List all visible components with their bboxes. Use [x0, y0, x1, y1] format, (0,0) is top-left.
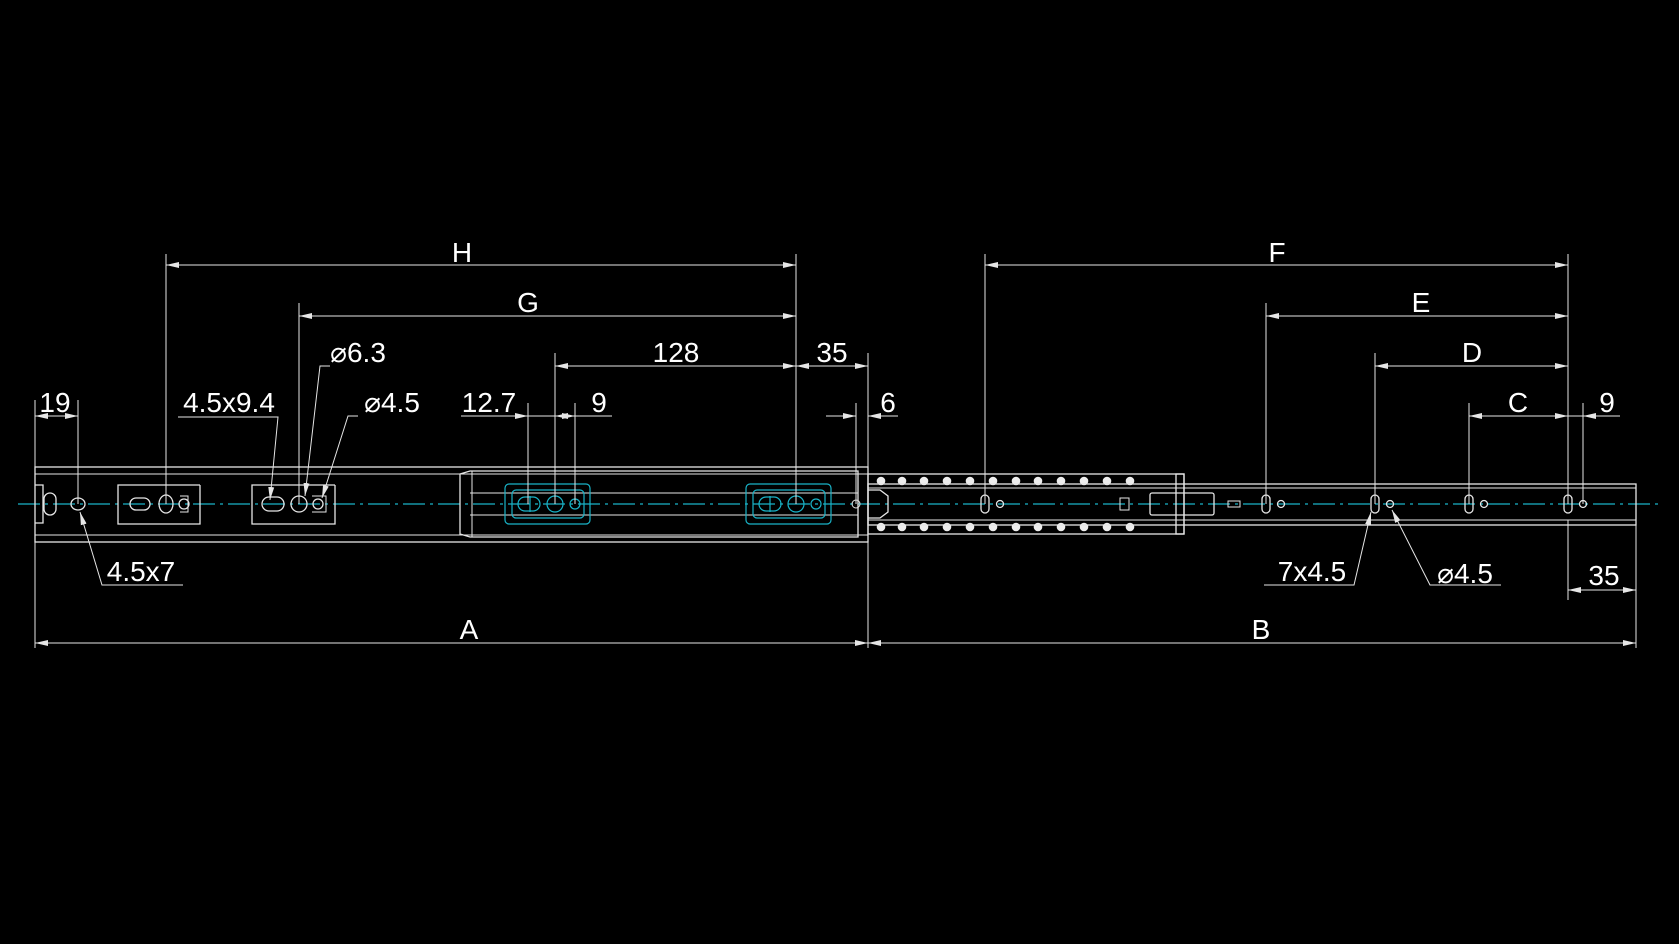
label-12-7: 12.7	[462, 387, 517, 418]
dimension-labels: H G 128 35 6 9 12.7 19 4.5x9.4 ⌀6.3 ⌀4.5…	[39, 237, 1619, 645]
label-hole-4-5-right: ⌀4.5	[1437, 558, 1493, 589]
label-128: 128	[653, 337, 700, 368]
label-h: H	[452, 237, 472, 268]
extension-lines	[34, 254, 1637, 648]
ball-row-bottom	[876, 522, 1135, 532]
intermediate-rail	[459, 470, 889, 538]
label-g: G	[517, 287, 539, 318]
label-9-left: 9	[591, 387, 607, 418]
label-c: C	[1508, 387, 1528, 418]
label-a: A	[460, 614, 479, 645]
label-35-bottom: 35	[1588, 560, 1619, 591]
label-b: B	[1252, 614, 1271, 645]
label-hole-6-3: ⌀6.3	[330, 337, 386, 368]
label-35-top: 35	[816, 337, 847, 368]
label-e: E	[1412, 287, 1431, 318]
label-slot-4-5x7: 4.5x7	[107, 556, 176, 587]
leader-lines	[79, 365, 1501, 586]
label-9-right: 9	[1599, 387, 1615, 418]
dimension-lines	[35, 262, 1636, 646]
label-hole-4-5-left: ⌀4.5	[364, 387, 420, 418]
label-19: 19	[39, 387, 70, 418]
label-slot-4-5x9-4: 4.5x9.4	[183, 387, 275, 418]
label-d: D	[1462, 337, 1482, 368]
ball-row-top	[876, 476, 1135, 486]
label-6: 6	[880, 387, 896, 418]
label-slot-7x4-5: 7x4.5	[1278, 556, 1347, 587]
label-f: F	[1268, 237, 1285, 268]
